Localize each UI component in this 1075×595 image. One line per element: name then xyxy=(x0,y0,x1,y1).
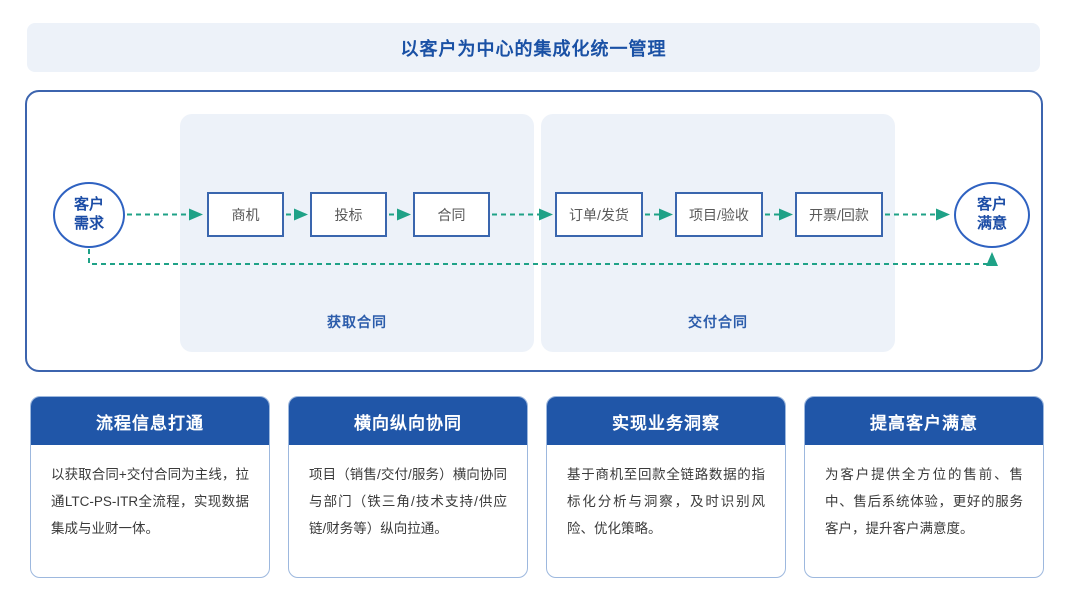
card-title: 实现业务洞察 xyxy=(612,413,720,433)
flow-step-bidding: 投标 xyxy=(310,192,387,237)
title-banner: 以客户为中心的集成化统一管理 xyxy=(27,23,1040,72)
group-label-acquire-contract: 获取合同 xyxy=(327,314,387,330)
start-node-label: 客户需求 xyxy=(74,196,105,232)
card-title: 横向纵向协同 xyxy=(354,413,462,433)
flow-diagram-container: 获取合同 交付合同 xyxy=(25,90,1043,372)
card-customer-satisfaction: 提高客户满意 为客户提供全方位的售前、售中、售后系统体验，更好的服务客户，提升客… xyxy=(804,396,1044,578)
flow-step-label: 商机 xyxy=(231,206,260,223)
group-label-deliver-contract: 交付合同 xyxy=(688,314,748,330)
card-title: 流程信息打通 xyxy=(96,413,204,433)
flow-step-contract: 合同 xyxy=(413,192,490,237)
card-business-insight: 实现业务洞察 基于商机至回款全链路数据的指标化分析与洞察，及时识别风险、优化策略… xyxy=(546,396,786,578)
flow-step-order-shipping: 订单/发货 xyxy=(555,192,643,237)
flow-step-label: 项目/验收 xyxy=(689,206,749,223)
flow-step-invoice-payment: 开票/回款 xyxy=(795,192,883,237)
flow-step-label: 开票/回款 xyxy=(809,206,869,223)
page-title: 以客户为中心的集成化统一管理 xyxy=(400,38,667,59)
card-body: 基于商机至回款全链路数据的指标化分析与洞察，及时识别风险、优化策略。 xyxy=(567,467,765,536)
card-header: 横向纵向协同 xyxy=(289,397,527,445)
card-horizontal-vertical-collaboration: 横向纵向协同 项目（销售/交付/服务）横向协同与部门（铁三角/技术支持/供应链/… xyxy=(288,396,528,578)
card-body: 项目（销售/交付/服务）横向协同与部门（铁三角/技术支持/供应链/财务等）纵向拉… xyxy=(309,467,507,536)
card-body: 为客户提供全方位的售前、售中、售后系统体验，更好的服务客户，提升客户满意度。 xyxy=(825,467,1023,536)
card-header: 实现业务洞察 xyxy=(547,397,785,445)
flow-step-label: 投标 xyxy=(334,206,363,223)
card-body: 以获取合同+交付合同为主线，拉通LTC-PS-ITR全流程，实现数据集成与业财一… xyxy=(51,467,249,536)
card-title: 提高客户满意 xyxy=(870,413,978,433)
flow-step-label: 合同 xyxy=(437,206,466,223)
end-node-label: 客户满意 xyxy=(977,196,1008,232)
dashed-arrow-layer xyxy=(88,208,998,266)
card-header: 提高客户满意 xyxy=(805,397,1043,445)
flow-step-project-acceptance: 项目/验收 xyxy=(675,192,763,237)
start-node-customer-demand: 客户需求 xyxy=(53,182,125,248)
card-header: 流程信息打通 xyxy=(31,397,269,445)
end-node-customer-satisfaction: 客户满意 xyxy=(954,182,1030,248)
benefit-cards-row: 流程信息打通 以获取合同+交付合同为主线，拉通LTC-PS-ITR全流程，实现数… xyxy=(30,396,1044,578)
card-process-connectivity: 流程信息打通 以获取合同+交付合同为主线，拉通LTC-PS-ITR全流程，实现数… xyxy=(30,396,270,578)
flow-step-label: 订单/发货 xyxy=(569,206,629,223)
flow-step-opportunity: 商机 xyxy=(207,192,284,237)
